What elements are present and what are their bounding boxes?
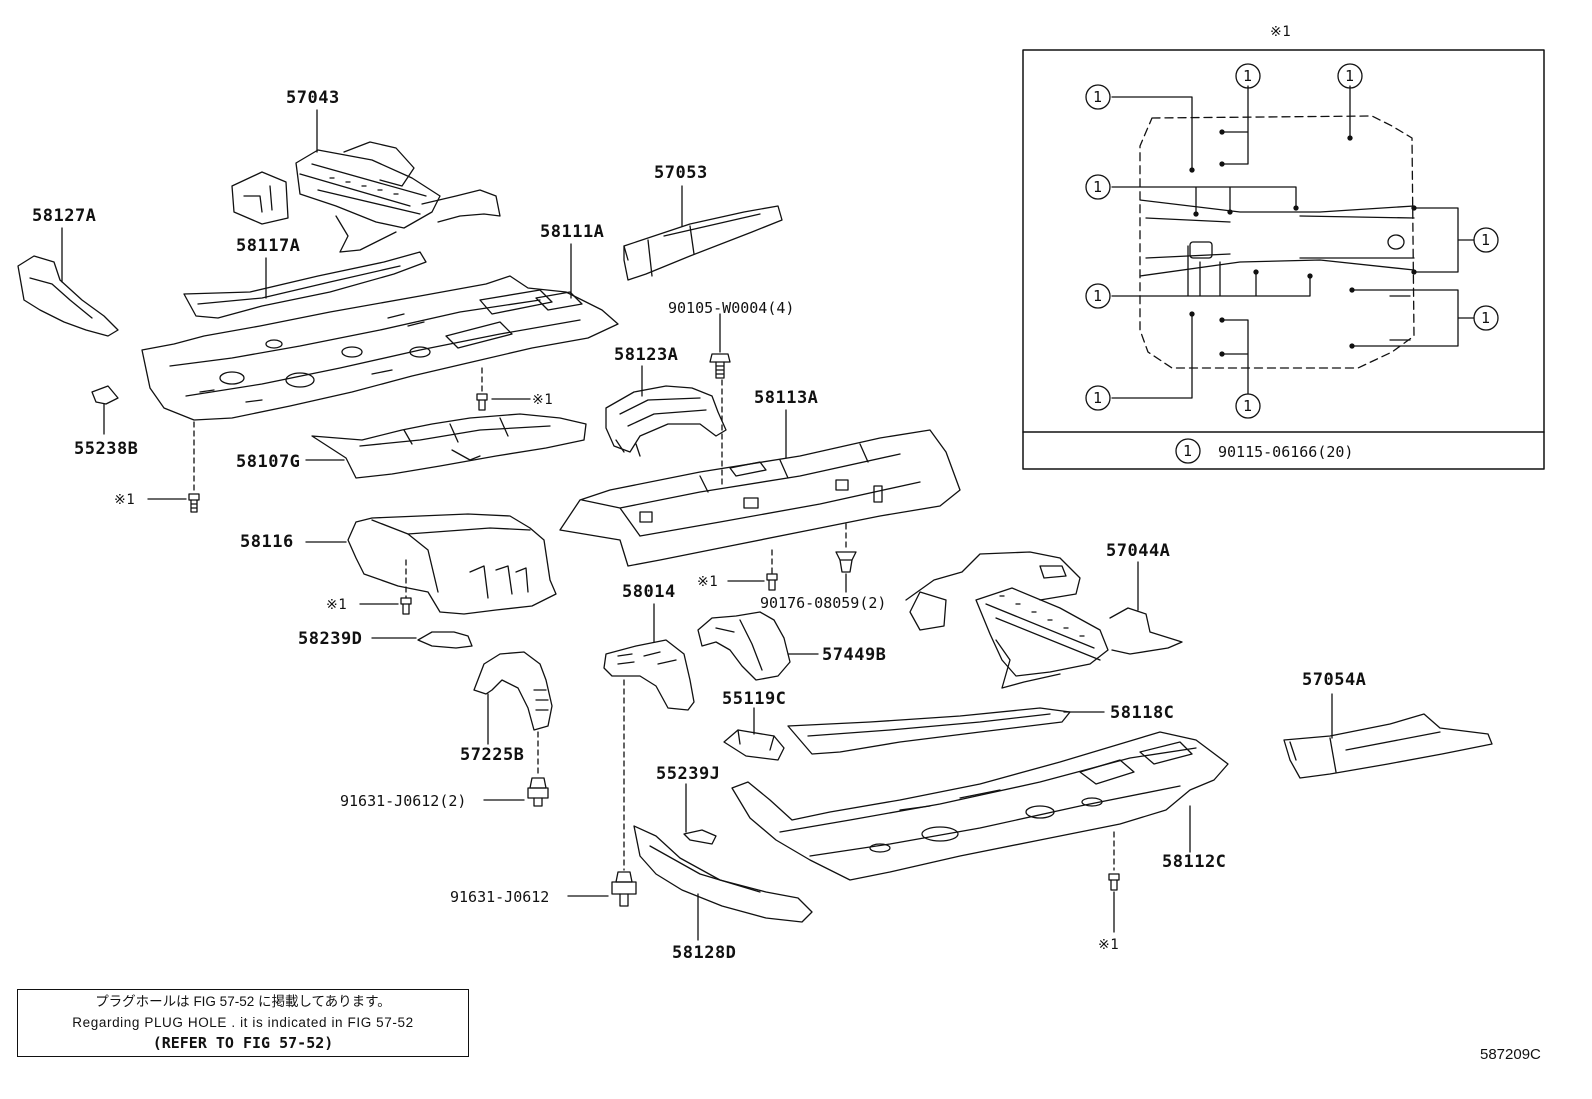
label-58128D: 58128D: [672, 943, 737, 963]
bolt-58112C: [1108, 873, 1120, 891]
label-58127A: 58127A: [32, 206, 97, 226]
label-58112C: 58112C: [1162, 852, 1227, 872]
note-english: Regarding PLUG HOLE . it is indicated in…: [72, 1015, 414, 1030]
label-58116: 58116: [240, 532, 294, 552]
label-91631-J0612-2: 91631-J0612(2): [340, 792, 467, 810]
circled-number: 1: [1093, 88, 1103, 106]
bolt-58111A: [476, 393, 488, 411]
part-58127A-drawing: [17, 255, 119, 337]
part-58107G-drawing: [311, 413, 587, 479]
figure-id: 587209C: [1480, 1046, 1541, 1063]
reference-marker: ※1: [697, 574, 719, 590]
label-57053: 57053: [654, 163, 708, 183]
clip-90176: [835, 551, 857, 573]
circled-number: 1: [1093, 178, 1103, 196]
circled-number: 1: [1243, 397, 1253, 415]
plug-hole-note: プラグホールは FIG 57-52 に掲載してあります。 Regarding P…: [17, 989, 469, 1057]
part-58112C-drawing: [731, 731, 1229, 881]
part-57225B-drawing: [473, 651, 553, 731]
label-58123A: 58123A: [614, 345, 679, 365]
label-57449B: 57449B: [822, 645, 887, 665]
part-58128D-drawing: [633, 825, 813, 923]
part-55239J-drawing: [683, 829, 717, 845]
label-58014: 58014: [622, 582, 676, 602]
label-55238B: 55238B: [74, 439, 139, 459]
label-55239J: 55239J: [656, 764, 721, 784]
label-58118C: 58118C: [1110, 703, 1175, 723]
circled-number: 1: [1481, 309, 1491, 327]
legend-circled-number: 1: [1183, 442, 1193, 460]
label-55119C: 55119C: [722, 689, 787, 709]
part-57054A-drawing: [1283, 713, 1493, 779]
part-55238B-drawing: [91, 385, 119, 405]
circled-number: 1: [1243, 67, 1253, 85]
part-57053-drawing: [623, 205, 783, 281]
bolt-90105: [709, 353, 731, 379]
part-58014-drawing: [603, 639, 695, 711]
circled-number: 1: [1093, 389, 1103, 407]
reference-marker: ※1: [326, 597, 348, 613]
part-58117A-drawing: [183, 251, 427, 319]
part-58111A-drawing: [141, 275, 619, 421]
circled-number: 1: [1093, 287, 1103, 305]
part-57044A-drawing: [905, 551, 1183, 689]
circled-number: 1: [1345, 67, 1355, 85]
circled-number: 1: [1481, 231, 1491, 249]
label-57054A: 57054A: [1302, 670, 1367, 690]
label-90105-W0004: 90105-W0004(4): [668, 299, 795, 317]
label-58111A: 58111A: [540, 222, 605, 242]
label-58113A: 58113A: [754, 388, 819, 408]
bolt-58113A: [766, 573, 778, 591]
note-reference: (REFER TO FIG 57-52): [152, 1034, 334, 1052]
part-55119C-drawing: [723, 729, 785, 761]
inset-marker: ※1: [1270, 24, 1292, 40]
label-57043: 57043: [286, 88, 340, 108]
part-58123A-drawing: [605, 385, 727, 457]
bolt-91631-a: [527, 777, 549, 807]
label-58117A: 58117A: [236, 236, 301, 256]
label-91631-J0612: 91631-J0612: [450, 888, 550, 906]
reference-marker: ※1: [532, 392, 554, 408]
inset-box: [1022, 49, 1545, 470]
part-58239D-drawing: [417, 631, 473, 649]
reference-marker: ※1: [114, 492, 136, 508]
part-58116-drawing: [347, 513, 557, 615]
part-58118C-drawing: [787, 707, 1071, 755]
part-58113A-drawing: [559, 429, 961, 567]
part-57449B-drawing: [697, 611, 791, 681]
legend-part-number: 90115-06166(20): [1218, 443, 1354, 461]
label-57044A: 57044A: [1106, 541, 1171, 561]
label-57225B: 57225B: [460, 745, 525, 765]
label-58239D: 58239D: [298, 629, 363, 649]
bolt-91631-b: [611, 871, 637, 907]
bolt-58116: [400, 597, 412, 615]
part-57043-drawing: [231, 141, 501, 253]
bolt-front-floor: [188, 493, 200, 513]
reference-marker: ※1: [1098, 937, 1120, 953]
label-90176-08059: 90176-08059(2): [760, 594, 887, 612]
note-japanese: プラグホールは FIG 57-52 に掲載してあります。: [95, 994, 391, 1009]
label-58107G: 58107G: [236, 452, 301, 472]
